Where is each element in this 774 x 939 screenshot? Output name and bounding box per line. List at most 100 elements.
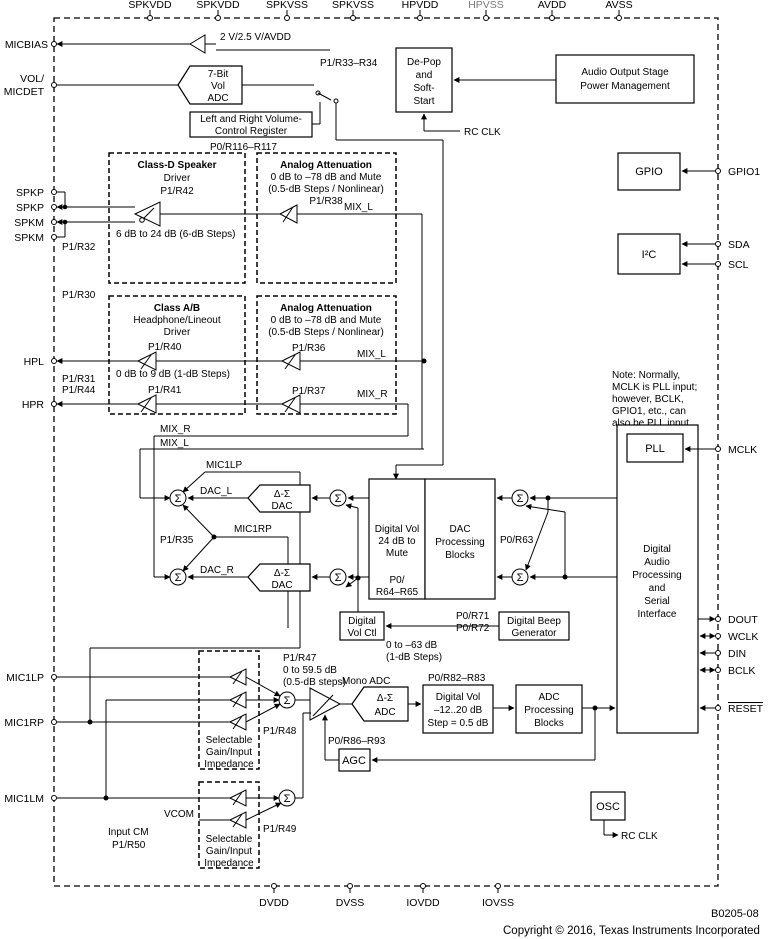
p1r31-label: P1/R31 (62, 374, 96, 385)
pin-mic1lm-label: MIC1LM (4, 793, 44, 805)
note-section: Note: Normally, MCLK is PLL input; howev… (612, 370, 697, 429)
pin-spkvdd-1[interactable]: SPKVDD (128, 0, 172, 21)
sel2-label-1: Selectable (206, 834, 253, 845)
adc-label-2: ADC (374, 707, 395, 718)
pin-gpio1[interactable] (715, 168, 721, 174)
osc-block (590, 791, 626, 821)
micbias-ref-text: 2 V/2.5 V/AVDD (220, 32, 291, 43)
atten1-section: Analog Attenuation 0 dB to –78 dB and Mu… (256, 152, 423, 449)
sum-digital-right (329, 568, 347, 586)
p0r116-label: P0/R116–R117 (210, 142, 277, 153)
dsp-label-4: and (649, 583, 666, 594)
depop-label-1: De-Pop (407, 57, 441, 68)
pin-label: IOVDD (406, 897, 440, 909)
atten1-range: 0 dB to –78 dB and Mute (271, 172, 382, 183)
pin-mic1lp[interactable] (51, 674, 57, 680)
pin-hpvss[interactable]: HPVSS (468, 0, 504, 21)
advol-label-1: Digital Vol (436, 692, 480, 703)
pin-din-label: DIN (728, 648, 746, 660)
pin-spkp-1[interactable] (51, 189, 57, 195)
pin-hpr[interactable] (51, 401, 57, 407)
pin-spkp-2-label: SPKP (16, 202, 44, 214)
pin-spkm-2-label: SPKM (14, 232, 44, 244)
dsp-label-2: Audio (644, 557, 670, 568)
right-pins: GPIO1 SDA SCL MCLK DOUT WCLK DIN BCLK RE… (715, 166, 764, 715)
sum-digital-right-symbol: Σ (335, 572, 342, 584)
sum-dac-right (169, 568, 187, 586)
atten2-steps: (0.5-dB Steps / Nonlinear) (268, 327, 384, 338)
p0r63-label: P0/R63 (500, 535, 534, 546)
pll-block (626, 433, 684, 463)
dvol-label-4: P0/ (389, 575, 404, 586)
pin-hpl-label: HPL (24, 356, 45, 368)
pin-vol-micdet[interactable] (51, 82, 57, 88)
p1r40-label: P1/R40 (148, 342, 182, 353)
pin-avss[interactable]: AVSS (605, 0, 633, 21)
sum-dac-left (169, 489, 187, 507)
atten2-range: 0 dB to –78 dB and Mute (271, 315, 382, 326)
pin-mic1lm[interactable] (51, 795, 57, 801)
pin-spkvdd-2[interactable]: SPKVDD (196, 0, 240, 21)
pin-label: SPKVDD (128, 0, 172, 11)
micbias-buffer (189, 34, 206, 54)
atten1-title: Analog Attenuation (280, 160, 372, 171)
micbias-section: 2 V/2.5 V/AVDD (56, 32, 330, 54)
mixl-label-2: MIX_L (357, 349, 386, 360)
volctl-label-2: Vol Ctl (348, 628, 377, 639)
pin-bclk[interactable] (715, 667, 721, 673)
dac-processing-block (424, 478, 496, 600)
pin-iovdd[interactable]: IOVDD (406, 883, 440, 910)
adcproc-label-2: Processing (524, 705, 573, 716)
pin-hpvdd[interactable]: HPVDD (402, 0, 439, 21)
pin-label: DVDD (259, 897, 289, 909)
classab-driver-box (108, 295, 246, 415)
pin-label: SPKVSS (266, 0, 308, 11)
classd-register: P1/R42 (160, 186, 194, 197)
pin-mic1rp-label: MIC1RP (4, 717, 44, 729)
mix-routing: MIX_R MIX_L (139, 404, 424, 580)
pin-spkm-2[interactable] (51, 234, 57, 240)
pin-micdet-label: MICDET (4, 86, 45, 98)
pin-avdd[interactable]: AVDD (538, 0, 567, 21)
p1r32-label: P1/R32 (62, 242, 96, 253)
beep-label-1: Digital Beep (507, 616, 561, 627)
pin-micbias-label: MICBIAS (5, 39, 48, 51)
depop-label-4: Start (413, 96, 434, 107)
pin-micbias[interactable] (51, 41, 57, 47)
mixl-label-1: MIX_L (344, 202, 373, 213)
pin-spkm-1[interactable] (51, 219, 57, 225)
volctl-label-1: Digital (348, 616, 376, 627)
pin-bclk-label: BCLK (728, 665, 755, 677)
pin-reset-label: RESET (728, 703, 764, 715)
dsp-label-3: Processing (632, 570, 681, 581)
p0r82-label: P0/R82–R83 (428, 673, 486, 684)
dac-left-label-1: Δ-Σ (274, 489, 290, 500)
adc-label-1: Δ-Σ (377, 693, 393, 704)
pin-iovss[interactable]: IOVSS (482, 883, 514, 910)
pin-spkvss-2[interactable]: SPKVSS (332, 0, 374, 21)
pin-dvdd[interactable]: DVDD (259, 883, 289, 910)
pin-din[interactable] (715, 650, 721, 656)
pin-hpl[interactable] (51, 358, 57, 364)
sel1-label-1: Selectable (206, 735, 253, 746)
pin-wclk[interactable] (715, 633, 721, 639)
gpio-block (617, 152, 681, 191)
pin-hpr-label: HPR (22, 399, 45, 411)
pin-label: AVDD (538, 0, 567, 11)
pin-scl[interactable] (715, 261, 721, 267)
pin-spkp-2[interactable] (51, 204, 57, 210)
advol-label-3: Step = 0.5 dB (428, 718, 489, 729)
pin-label: HPVSS (468, 0, 504, 11)
depop-softstart-block (395, 47, 453, 113)
beep-label-2: Generator (511, 628, 557, 639)
p0r86-label: P0/R86–R93 (328, 736, 386, 747)
pin-dout[interactable] (715, 616, 721, 622)
inputcm-label-1: Input CM (108, 827, 149, 838)
pin-sda[interactable] (715, 241, 721, 247)
pin-reset[interactable] (715, 705, 721, 711)
pin-mclk[interactable] (715, 446, 721, 452)
pin-dvss[interactable]: DVSS (336, 883, 365, 910)
vol-adc-label-3: ADC (207, 93, 228, 104)
pin-spkvss-1[interactable]: SPKVSS (266, 0, 308, 21)
pin-mic1rp[interactable] (51, 719, 57, 725)
